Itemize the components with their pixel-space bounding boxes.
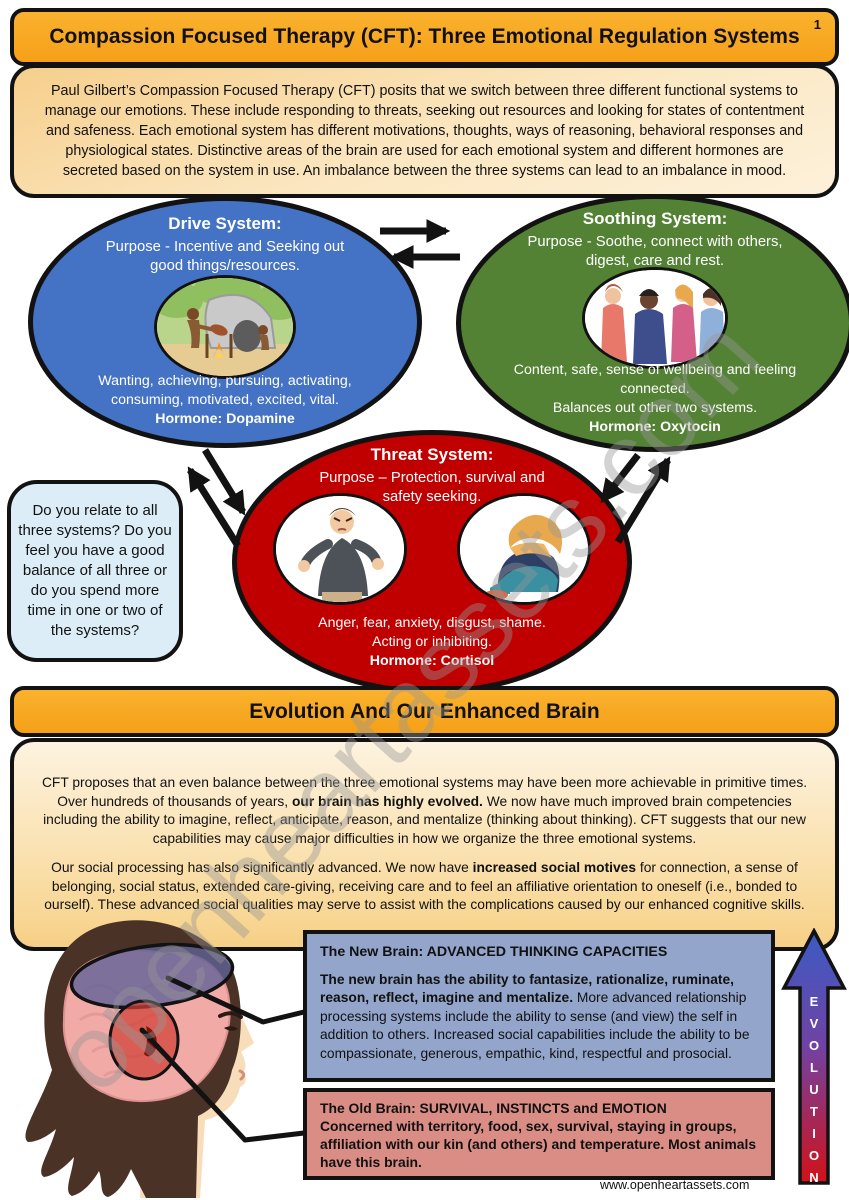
question-box: Do you relate to all three systems? Do y… xyxy=(7,480,183,662)
drive-hormone: Hormone: Dopamine xyxy=(155,411,295,427)
soothing-system-purpose: Purpose - Soothe, connect with others, d… xyxy=(527,234,783,269)
distressed-person-illustration xyxy=(457,493,591,605)
soothing-system-ellipse: Soothing System: Purpose - Soothe, conne… xyxy=(456,194,849,452)
threat-system-ellipse: Threat System: Purpose – Protection, sur… xyxy=(232,430,632,694)
old-brain-box: The Old Brain: SURVIVAL, INSTINCTS and E… xyxy=(303,1088,775,1180)
soothing-balance: Balances out other two systems. xyxy=(552,400,758,416)
new-brain-body: The new brain has the ability to fantasi… xyxy=(320,971,750,1061)
threat-acting: Acting or inhibiting. xyxy=(372,634,492,650)
threat-hormone: Hormone: Cortisol xyxy=(369,653,495,669)
intro-text: Paul Gilbert’s Compassion Focused Therap… xyxy=(44,83,805,179)
soothing-system-title: Soothing System: xyxy=(582,209,728,228)
evolution-header: Evolution And Our Enhanced Brain xyxy=(249,699,600,723)
drive-system-title: Drive System: xyxy=(168,214,282,233)
head-brain-illustration xyxy=(25,920,254,1198)
evolution-paragraph-2: Our social processing has also significa… xyxy=(44,859,805,913)
new-brain-box: The New Brain: ADVANCED THINKING CAPACIT… xyxy=(303,930,775,1082)
question-text: Do you relate to all three systems? Do y… xyxy=(18,502,172,639)
women-group-illustration xyxy=(582,267,728,369)
soothing-hormone: Hormone: Oxytocin xyxy=(589,419,721,435)
arrow-threat-to-drive xyxy=(187,466,241,548)
threat-system-purpose: Purpose – Protection, survival and safet… xyxy=(319,470,545,505)
drive-system-ellipse: Drive System: Purpose - Incentive and Se… xyxy=(28,196,422,448)
soothing-system-bottom-text: Content, safe, sense of wellbeing and fe… xyxy=(492,361,818,437)
page-number: 1 xyxy=(813,17,821,32)
drive-system-bottom-text: Wanting, achieving, pursuing, activating… xyxy=(64,372,387,429)
evolution-text-box: CFT proposes that an even balance betwee… xyxy=(10,738,839,951)
drive-system-purpose: Purpose - Incentive and Seeking out good… xyxy=(105,239,345,274)
threat-traits: Anger, fear, anxiety, disgust, shame. xyxy=(318,615,546,631)
page-title-banner: Compassion Focused Therapy (CFT): Three … xyxy=(10,8,839,66)
evolution-arrow-label: EVOLUTION xyxy=(806,994,822,1192)
intro-box: Paul Gilbert’s Compassion Focused Therap… xyxy=(10,64,839,198)
old-brain-body: Concerned with territory, food, sex, sur… xyxy=(320,1118,757,1170)
drive-traits: Wanting, achieving, pursuing, activating… xyxy=(98,373,352,408)
page-title: Compassion Focused Therapy (CFT): Three … xyxy=(49,25,800,48)
evolution-paragraph-1: CFT proposes that an even balance betwee… xyxy=(41,774,808,847)
threat-system-title: Threat System: xyxy=(370,445,494,464)
threat-system-bottom-text: Anger, fear, anxiety, disgust, shame. Ac… xyxy=(268,614,596,671)
evolution-header-banner: Evolution And Our Enhanced Brain xyxy=(10,686,839,737)
soothing-traits: Content, safe, sense of wellbeing and fe… xyxy=(513,362,797,397)
footer-url: www.openheartassets.com xyxy=(600,1178,750,1192)
evolution-arrow: EVOLUTION xyxy=(781,927,847,1192)
old-brain-title: The Old Brain: SURVIVAL, INSTINCTS and E… xyxy=(320,1100,667,1116)
new-brain-title: The New Brain: ADVANCED THINKING CAPACIT… xyxy=(320,944,668,960)
angry-man-illustration xyxy=(273,493,407,605)
cavemen-cooking-illustration xyxy=(154,275,296,379)
